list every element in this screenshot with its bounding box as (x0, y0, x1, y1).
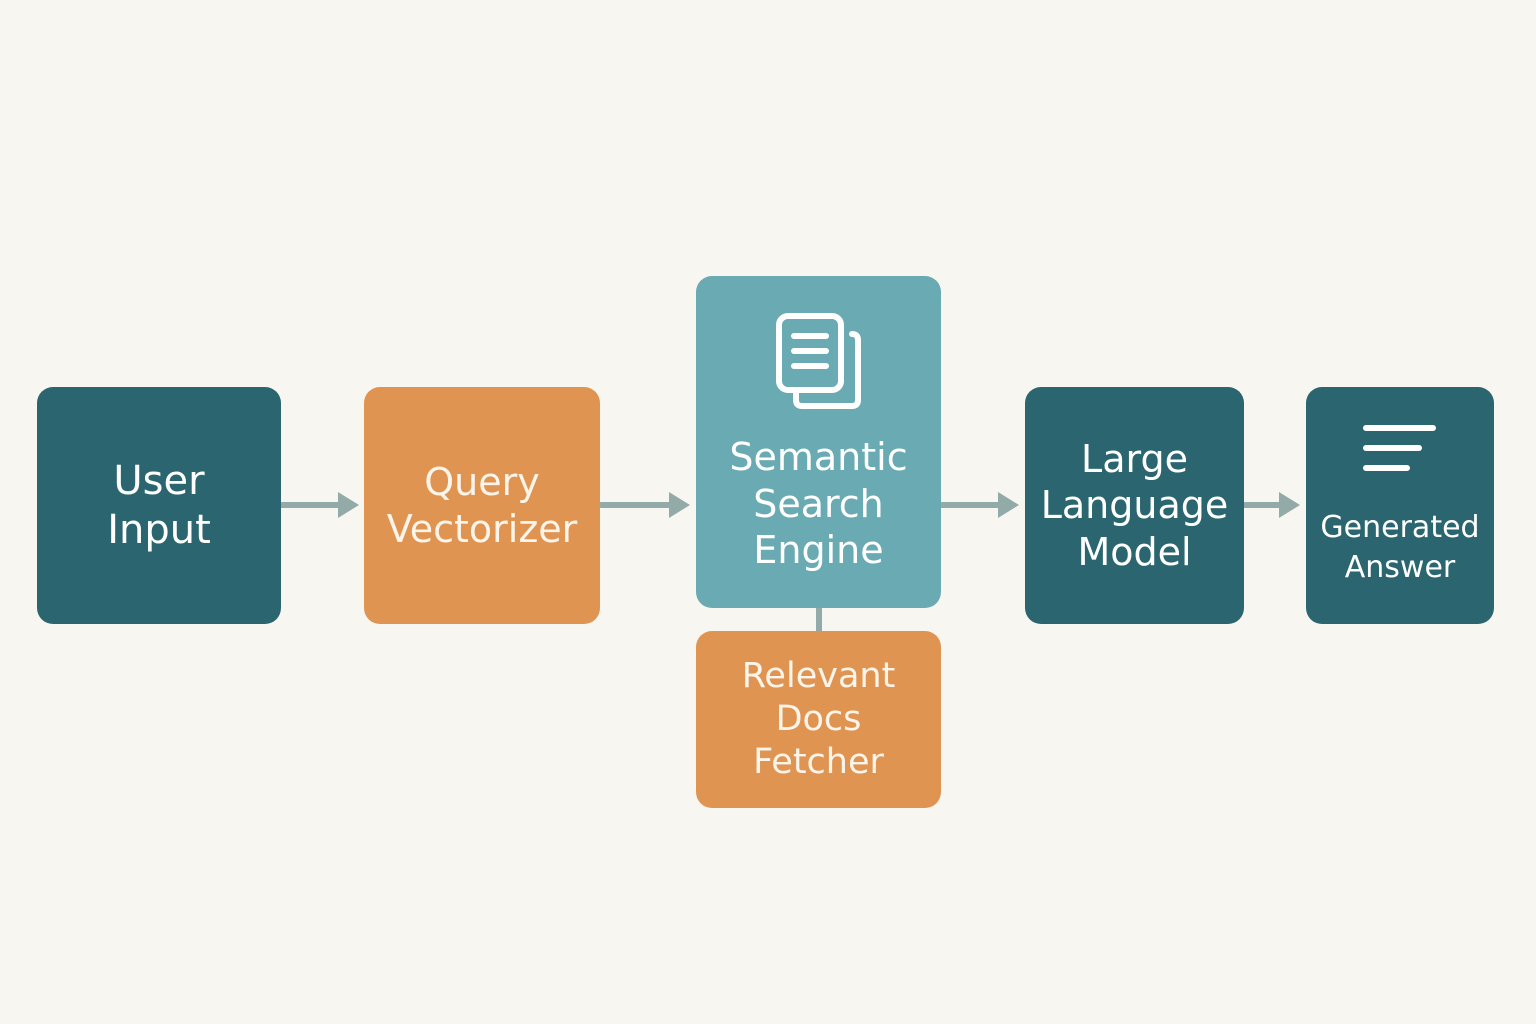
node-label: Semantic Search Engine (729, 435, 908, 573)
node-label: Relevant Docs Fetcher (741, 656, 896, 782)
arrow-query-vectorizer-to-semantic-search (598, 492, 690, 518)
node-label: Large Language Model (1040, 436, 1229, 574)
node-query-vectorizer: Query Vectorizer (364, 387, 600, 624)
node-label: Query Vectorizer (386, 460, 578, 551)
arrow-user-input-to-query-vectorizer (279, 492, 359, 518)
text-lines-icon (1361, 422, 1439, 486)
node-user-input: User Input (37, 387, 281, 624)
node-label: User Input (107, 457, 211, 553)
node-relevant-docs-fetcher: Relevant Docs Fetcher (696, 631, 941, 808)
arrow-llm-to-generated-answer (1242, 492, 1300, 518)
node-label: Generated Answer (1320, 509, 1480, 586)
node-large-language-model: Large Language Model (1025, 387, 1244, 624)
arrow-semantic-search-to-llm (939, 492, 1019, 518)
node-generated-answer: Generated Answer (1306, 387, 1494, 624)
documents-icon (774, 312, 864, 422)
node-semantic-search-engine: Semantic Search Engine (696, 276, 941, 608)
